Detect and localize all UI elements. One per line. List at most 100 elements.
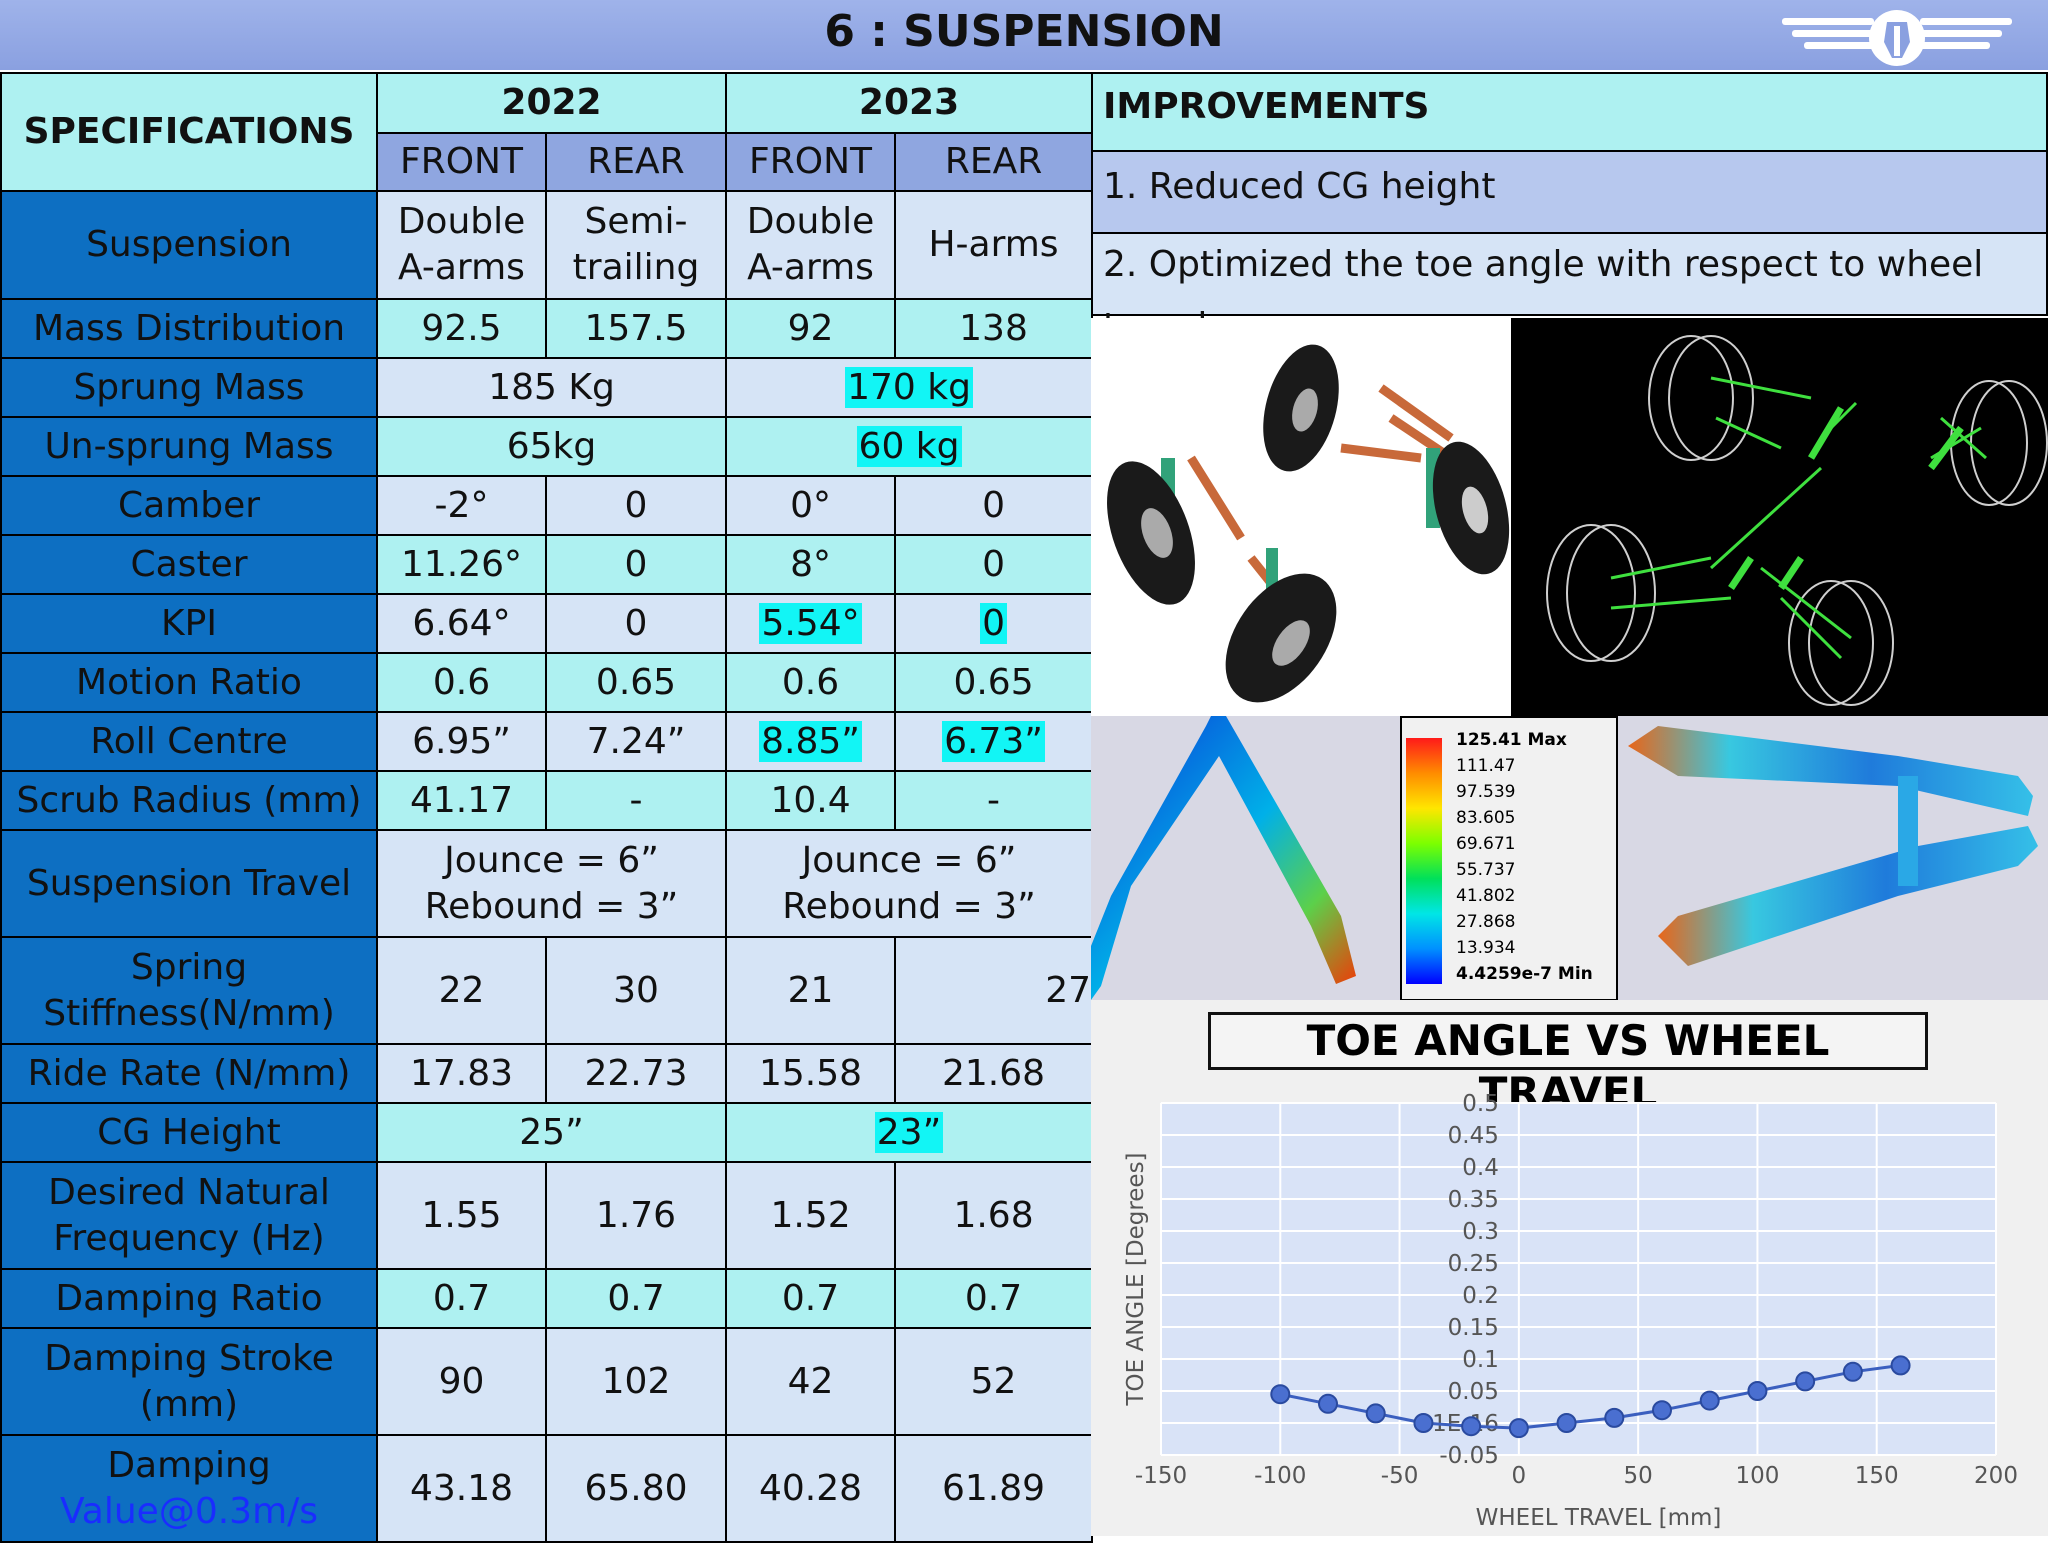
table-cell: 5.54°: [725, 593, 897, 654]
x-tick-label: 0: [1512, 1463, 1527, 1489]
y-tick-label: -0.05: [1439, 1443, 1499, 1469]
row-label: Camber: [0, 475, 378, 536]
y-tick-label: 0.1: [1462, 1347, 1499, 1373]
table-cell: 0.7: [725, 1268, 897, 1329]
fea-stress-plot-h-arm: [1618, 716, 2048, 1000]
table-cell: Jounce = 6” Rebound = 3”: [725, 829, 1094, 938]
y-tick-label: 0.3: [1462, 1219, 1499, 1245]
table-cell: 23”: [725, 1102, 1094, 1163]
suspension-wireframe-model: [1511, 318, 2048, 716]
fea-legend-label: 4.4259e-7 Min: [1456, 964, 1593, 984]
data-point: [1842, 1361, 1863, 1382]
table-cell: -: [894, 770, 1094, 831]
suspension-3d-render: [1091, 318, 1511, 716]
data-point: [1556, 1413, 1577, 1433]
table-cell: 7.24”: [544, 711, 728, 772]
toe-angle-chart: -150-100-50050100150200-0.051E-160.050.1…: [1123, 1091, 2018, 1531]
specifications-header: SPECIFICATIONS: [0, 72, 378, 192]
table-row-camber: Camber -2° 0 0° 0: [0, 475, 1094, 536]
fea-legend-label: 55.737: [1456, 860, 1516, 880]
table-cell: 25”: [375, 1102, 728, 1163]
row-label: Mass Distribution: [0, 298, 378, 359]
rear-2022-header: REAR: [544, 132, 728, 192]
table-cell: 157.5: [544, 298, 728, 359]
table-cell: 40.28: [725, 1434, 897, 1543]
title-bar: [0, 0, 2048, 70]
table-row-roll-centre: Roll Centre 6.95” 7.24” 8.85” 6.73”: [0, 711, 1094, 772]
table-cell: 0.7: [544, 1268, 728, 1329]
table-cell: Semi- trailing: [544, 190, 728, 300]
data-point: [1795, 1371, 1816, 1392]
x-tick-label: 150: [1855, 1463, 1899, 1489]
fea-legend-label: 125.41 Max: [1456, 730, 1567, 750]
table-cell: 27: [894, 936, 1094, 1045]
table-cell: Jounce = 6” Rebound = 3”: [375, 829, 728, 938]
improvement-item: 2. Optimized the toe angle with respect …: [1091, 234, 2048, 347]
table-cell: 6.95”: [376, 711, 547, 772]
highlight: 6.73”: [942, 720, 1045, 762]
fea-stress-plot-a-arm: [1091, 716, 1400, 1000]
fea-legend-label: 69.671: [1456, 834, 1516, 854]
table-cell: 0.7: [894, 1268, 1094, 1329]
table-cell: 0.6: [725, 652, 897, 713]
table-cell: 0: [544, 475, 728, 536]
table-row-kpi: KPI 6.64° 0 5.54° 0: [0, 593, 1094, 654]
table-cell: 22: [376, 936, 547, 1045]
data-point: [1747, 1381, 1768, 1401]
row-label-line: Value@0.3m/s: [59, 1490, 319, 1532]
row-label: Spring Stiffness(N/mm): [0, 936, 378, 1045]
table-cell: 8°: [725, 534, 897, 595]
x-tick-label: -150: [1135, 1463, 1187, 1489]
table-cell: 42: [725, 1327, 897, 1436]
data-point: [1270, 1384, 1291, 1405]
table-cell: 60 kg: [725, 416, 1094, 477]
table-cell: 52: [894, 1327, 1094, 1436]
row-label: Motion Ratio: [0, 652, 378, 713]
front-2023-header: FRONT: [725, 132, 897, 192]
table-cell: Double A-arms: [376, 190, 547, 300]
fea-legend-label: 97.539: [1456, 782, 1516, 802]
table-cell: 0.7: [376, 1268, 547, 1329]
data-point: [1318, 1393, 1338, 1414]
table-row-spring-stiffness: Spring Stiffness(N/mm) 22 30 21 27: [0, 936, 1094, 1045]
y-tick-label: 0.15: [1448, 1315, 1499, 1341]
row-label: Scrub Radius (mm): [0, 770, 378, 831]
table-cell: 90: [376, 1327, 547, 1436]
data-point: [1461, 1416, 1482, 1437]
table-cell: 0°: [725, 475, 897, 536]
y-tick-label: 0.5: [1462, 1091, 1499, 1117]
table-cell: 17.83: [376, 1043, 547, 1104]
fea-legend-label: 13.934: [1456, 938, 1516, 958]
data-point: [1699, 1390, 1720, 1411]
fea-legend-label: 111.47: [1456, 756, 1516, 776]
x-tick-label: -50: [1381, 1463, 1419, 1489]
row-label: Sprung Mass: [0, 357, 378, 418]
improvement-item: 1. Reduced CG height: [1091, 152, 2048, 234]
table-row-scrub-radius: Scrub Radius (mm) 41.17 - 10.4 -: [0, 770, 1094, 831]
data-point: [1890, 1355, 1911, 1376]
row-label: Suspension Travel: [0, 829, 378, 938]
table-cell: 15.58: [725, 1043, 897, 1104]
highlight: 8.85”: [759, 720, 862, 762]
table-row-suspension: Suspension Double A-arms Semi- trailing …: [0, 190, 1094, 300]
table-cell: 1.68: [894, 1161, 1094, 1270]
y-tick-label: 0.35: [1448, 1187, 1499, 1213]
row-label: Caster: [0, 534, 378, 595]
table-cell: 170 kg: [725, 357, 1094, 418]
table-row-mass-distribution: Mass Distribution 92.5 157.5 92 138: [0, 298, 1094, 359]
fea-legend-label: 41.802: [1456, 886, 1516, 906]
table-cell: 102: [544, 1327, 728, 1436]
y-tick-label: 0.45: [1448, 1123, 1499, 1149]
fea-legend-label: 27.868: [1456, 912, 1516, 932]
table-row-motion-ratio: Motion Ratio 0.6 0.65 0.6 0.65: [0, 652, 1094, 713]
row-label: CG Height: [0, 1102, 378, 1163]
row-label: KPI: [0, 593, 378, 654]
x-tick-label: 100: [1735, 1463, 1779, 1489]
table-cell: 0: [894, 475, 1094, 536]
rear-2023-header: REAR: [894, 132, 1094, 192]
table-cell: 1.52: [725, 1161, 897, 1270]
row-label-line: Damping: [107, 1444, 271, 1486]
table-row-suspension-travel: Suspension Travel Jounce = 6” Rebound = …: [0, 829, 1094, 938]
